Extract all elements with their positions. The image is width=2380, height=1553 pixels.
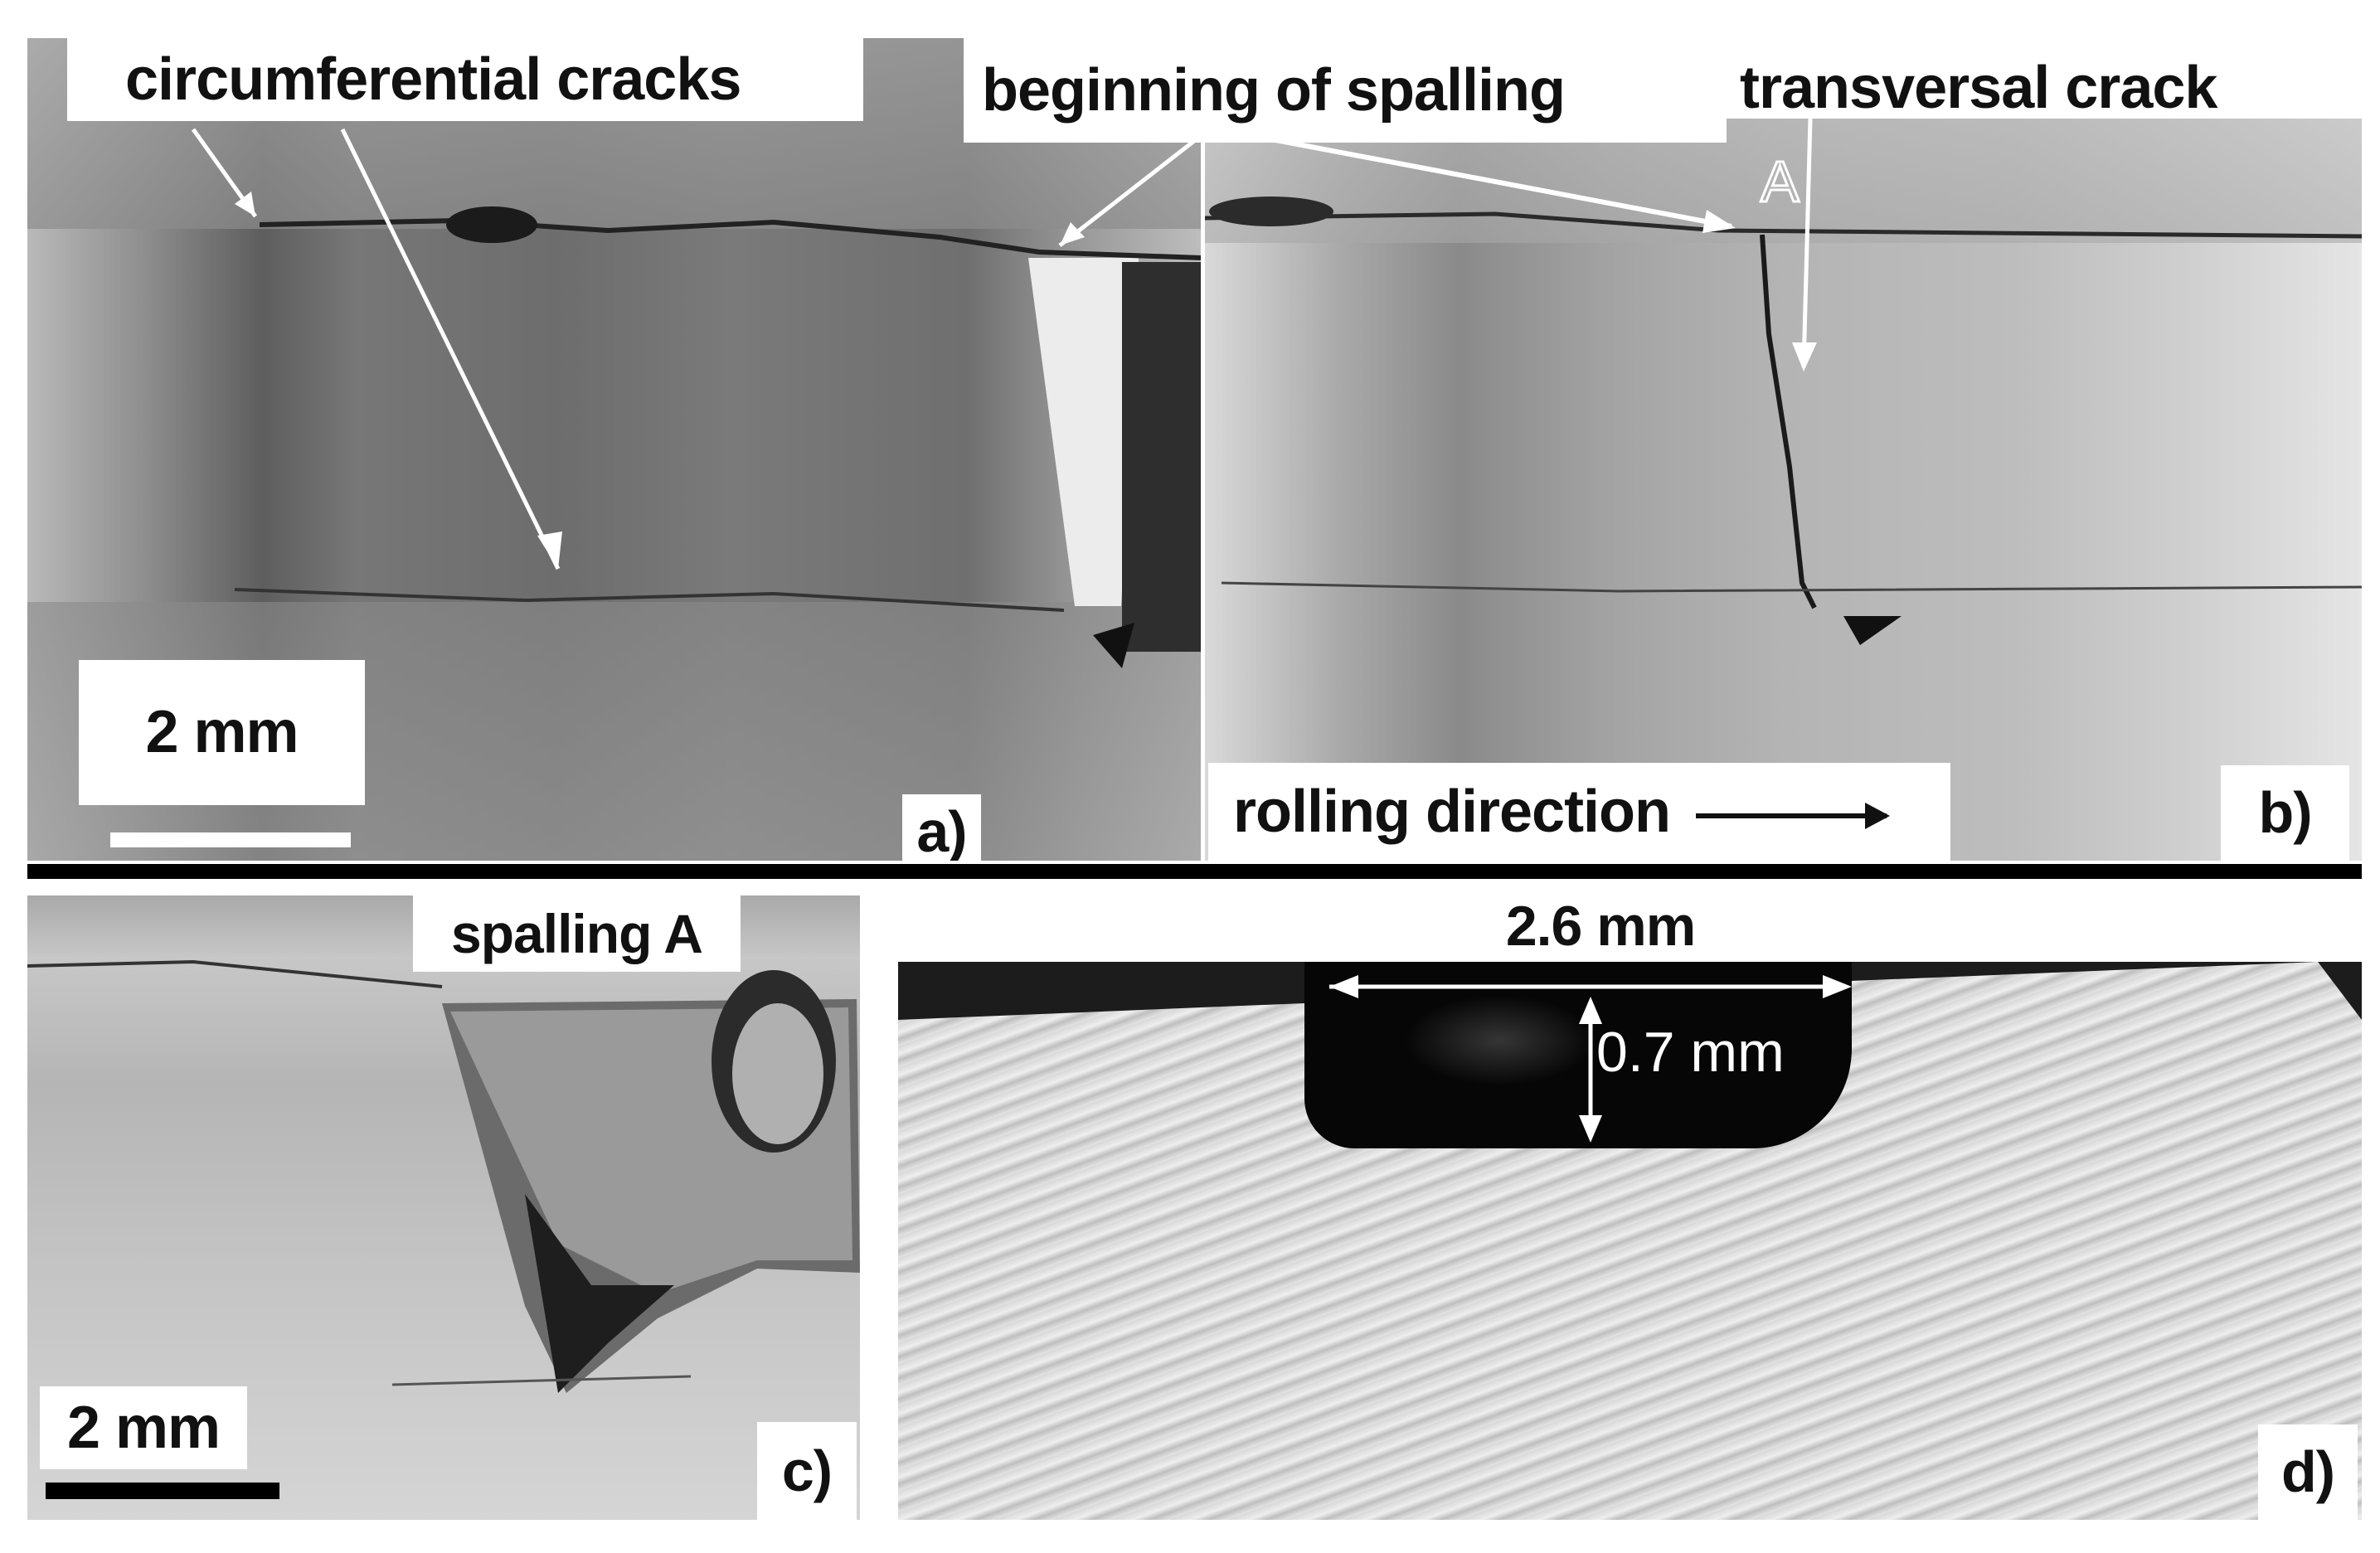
panel-tag-d: d) — [2258, 1424, 2358, 1520]
spall-region — [27, 959, 860, 1393]
spall-shadow — [1122, 262, 1201, 652]
crack-lines: A — [1205, 119, 2362, 645]
label-width-measure: 2.6 mm — [1505, 895, 1696, 958]
panel-tag-a: a) — [902, 794, 981, 861]
panel-divider — [27, 864, 2362, 879]
rolling-direction-arrow-icon — [1696, 802, 1891, 829]
panel-b-micrograph: A b) — [1205, 119, 2362, 861]
crack-lines — [191, 128, 1201, 668]
spall-pit — [1304, 962, 1852, 1148]
scale-bar-c — [46, 1483, 279, 1499]
measurement-arrows — [1329, 975, 1852, 1143]
panel-c-micrograph: spalling A 2 mm c) — [27, 895, 860, 1520]
rolling-direction-text: rolling direction — [1233, 779, 1671, 845]
label-spalling-a: spalling A — [413, 895, 741, 972]
scale-bar-label-c: 2 mm — [40, 1386, 247, 1469]
panel-a-micrograph: circumferential cracks 2 mm a) — [27, 38, 1201, 861]
label-transversal-crack: transversal crack — [1740, 55, 2217, 121]
label-depth-measure: 0.7 mm — [1596, 1021, 1785, 1084]
panel-tag-c: c) — [757, 1422, 857, 1520]
label-rolling-direction: rolling direction — [1208, 763, 1950, 861]
point-a-marker: A — [1761, 149, 1800, 214]
label-beginning-of-spalling: beginning of spalling — [964, 38, 1727, 143]
scale-bar-a — [110, 832, 351, 847]
scale-bar-label-a: 2 mm — [79, 660, 365, 805]
label-circumferential-cracks: circumferential cracks — [67, 38, 863, 121]
panel-tag-b: b) — [2221, 765, 2349, 861]
panel-d-micrograph: 0.7 mm d) — [898, 962, 2362, 1520]
